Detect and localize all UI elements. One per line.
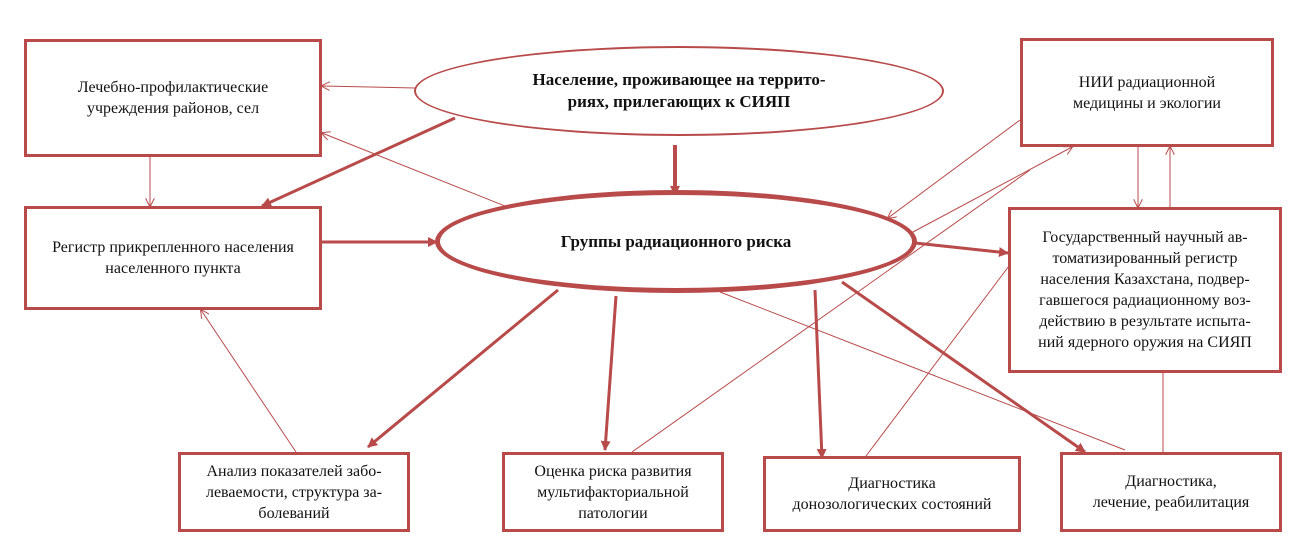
arrow-population-to-clinics <box>322 86 416 88</box>
node-risk-groups: Группы радиационного риска <box>435 190 917 293</box>
arrow-population-to-register <box>261 116 456 208</box>
node-register-local: Регистр прикрепленного населения населен… <box>24 206 322 310</box>
arrow-risk-to-assessment <box>600 295 618 451</box>
node-diagnostics-treatment-label: Диагностика, лечение, реабилитация <box>1092 473 1250 511</box>
node-state-register-label: Государственный научный ав- томатизирова… <box>1038 229 1252 351</box>
node-analysis: Анализ показателей забо- леваемости, стр… <box>178 452 410 532</box>
arrow-risk-to-state-register <box>914 241 1009 258</box>
node-state-register: Государственный научный ав- томатизирова… <box>1008 207 1282 373</box>
node-diagnostics-prenosological: Диагностика донозологических состояний <box>763 456 1021 532</box>
line-prenosological-to-state-register <box>865 261 1013 457</box>
node-diagnostics-treatment: Диагностика, лечение, реабилитация <box>1060 452 1282 532</box>
line-assessment-to-state-register <box>631 169 1031 453</box>
arrow-risk-to-prenosological <box>813 289 827 459</box>
node-nii-label: НИИ радиационной медицины и экологии <box>1072 73 1221 112</box>
arrow-analysis-to-register <box>201 310 297 453</box>
node-analysis-label: Анализ показателей забо- леваемости, стр… <box>205 462 383 522</box>
node-risk-assessment-label: Оценка риска развития мультифакториально… <box>534 462 692 522</box>
line-risk-to-treatment <box>719 291 1126 451</box>
arrow-risk-to-clinics <box>322 133 516 211</box>
node-risk-assessment: Оценка риска развития мультифакториально… <box>502 452 724 532</box>
arrow-risk-to-analysis <box>367 288 559 449</box>
node-population: Население, проживающее на террито- риях,… <box>414 46 944 136</box>
node-clinics-label: Лечебно-профилактические учреждения райо… <box>77 79 269 117</box>
node-diagnostics-prenosological-label: Диагностика донозологических состояний <box>792 475 992 513</box>
arrow-nii-to-risk <box>888 119 1021 218</box>
node-risk-groups-label: Группы радиационного риска <box>560 231 792 251</box>
arrow-risk-to-treatment <box>841 280 1086 454</box>
node-register-local-label: Регистр прикрепленного населения населен… <box>52 239 294 277</box>
arrow-risk-to-nii <box>897 147 1072 241</box>
node-population-label: Население, проживающее на террито- риях,… <box>532 70 826 111</box>
node-nii: НИИ радиационной медицины и экологии <box>1020 38 1274 147</box>
node-clinics: Лечебно-профилактические учреждения райо… <box>24 39 322 157</box>
